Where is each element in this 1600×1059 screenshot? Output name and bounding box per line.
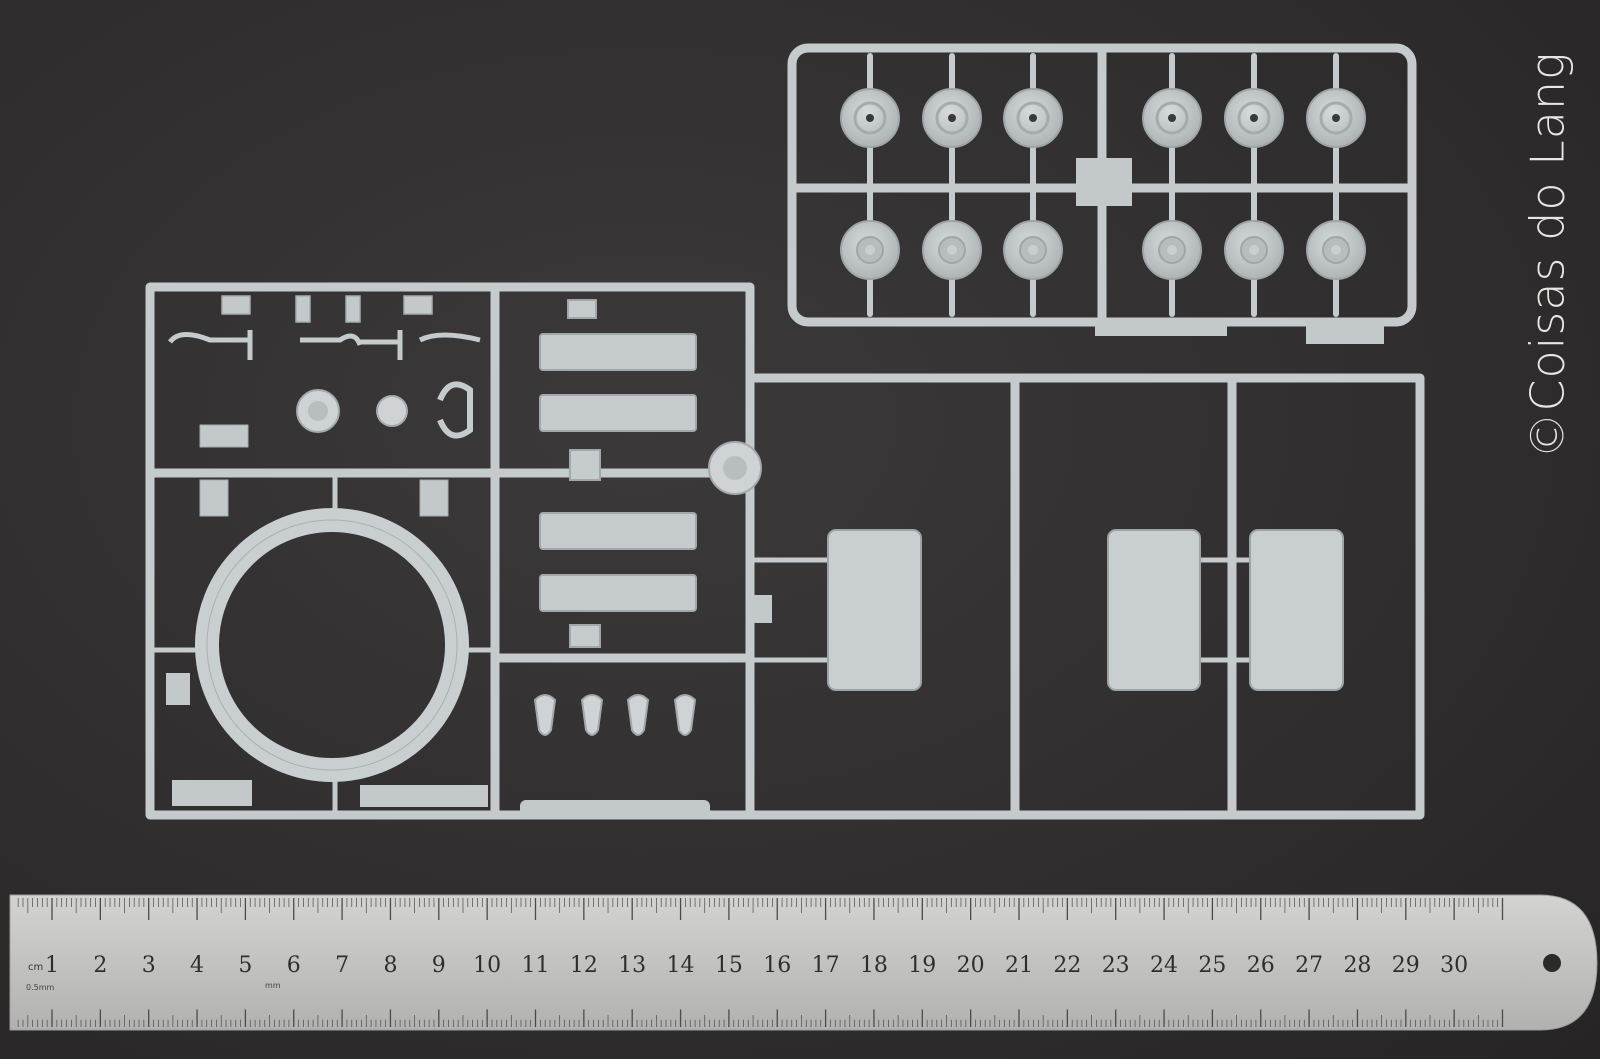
stowage-plates <box>539 299 697 648</box>
ruler-number: 19 <box>908 953 936 978</box>
ruler-number: 15 <box>715 953 743 978</box>
ruler-number: 8 <box>383 953 397 978</box>
ruler-number: 20 <box>957 953 985 978</box>
wheel <box>922 220 982 280</box>
sprue-tab <box>750 595 772 623</box>
ruler-number: 25 <box>1198 953 1226 978</box>
wheel <box>1142 220 1202 280</box>
ruler-number: 26 <box>1247 953 1275 978</box>
ruler-number: 2 <box>93 953 107 978</box>
ruler-number: 12 <box>570 953 598 978</box>
wheel <box>840 220 900 280</box>
sprue-label-plate <box>1095 318 1227 336</box>
sprue-tab <box>1076 158 1132 206</box>
sprue-label-plate <box>172 780 252 806</box>
small-parts-top <box>167 295 481 360</box>
ruler-mm-label: mm <box>265 981 281 990</box>
wheel <box>1003 88 1063 148</box>
ruler-number: 16 <box>763 953 791 978</box>
ruler-number: 5 <box>238 953 252 978</box>
wheel <box>1224 220 1284 280</box>
road-wheels <box>840 88 1366 280</box>
ruler-number: 11 <box>522 953 550 978</box>
sprue-bar-thick <box>520 800 710 818</box>
tow-hooks <box>533 694 697 736</box>
ruler-number: 23 <box>1102 953 1130 978</box>
ruler-number: 18 <box>860 953 888 978</box>
ruler-number: 17 <box>812 953 840 978</box>
wheel <box>1224 88 1284 148</box>
ruler-number: 1 <box>45 953 59 978</box>
wheel <box>840 88 900 148</box>
wheel <box>1142 88 1202 148</box>
sprue-tab <box>166 673 190 705</box>
ruler-number: 21 <box>1005 953 1033 978</box>
watermark-text: ©Coisas do Lang <box>1520 51 1575 459</box>
ruler-number: 10 <box>473 953 501 978</box>
ruler-number: 4 <box>190 953 204 978</box>
sprue-label-plate <box>1306 318 1384 344</box>
ruler-hole <box>1543 954 1561 972</box>
main-sprue-frame <box>145 282 1425 820</box>
wheel <box>1306 220 1366 280</box>
watermark: ©Coisas do Lang <box>1500 10 1595 500</box>
ruler-number: 28 <box>1343 953 1371 978</box>
ruler-number: 29 <box>1392 953 1420 978</box>
ruler-number: 24 <box>1150 953 1178 978</box>
ruler-number: 3 <box>142 953 156 978</box>
storage-boxes <box>827 529 1344 691</box>
ruler-ticks <box>17 898 1504 1027</box>
ruler-unit-label: cm <box>28 962 43 973</box>
ruler-number: 14 <box>667 953 695 978</box>
ruler-number: 13 <box>618 953 646 978</box>
ruler-number: 6 <box>287 953 301 978</box>
wheel <box>1306 88 1366 148</box>
ruler-sub-label: 0.5mm <box>26 983 55 992</box>
sprue-gates <box>147 470 1253 818</box>
wheel <box>922 88 982 148</box>
ruler-number: 9 <box>432 953 446 978</box>
wheel <box>1003 220 1063 280</box>
ruler-number: 30 <box>1440 953 1468 978</box>
turret-ring <box>195 508 469 782</box>
sprue-label-plate <box>360 785 488 807</box>
hub-parts <box>199 381 762 517</box>
ruler-number: 27 <box>1295 953 1323 978</box>
ruler-number: 7 <box>335 953 349 978</box>
ruler-number: 22 <box>1053 953 1081 978</box>
